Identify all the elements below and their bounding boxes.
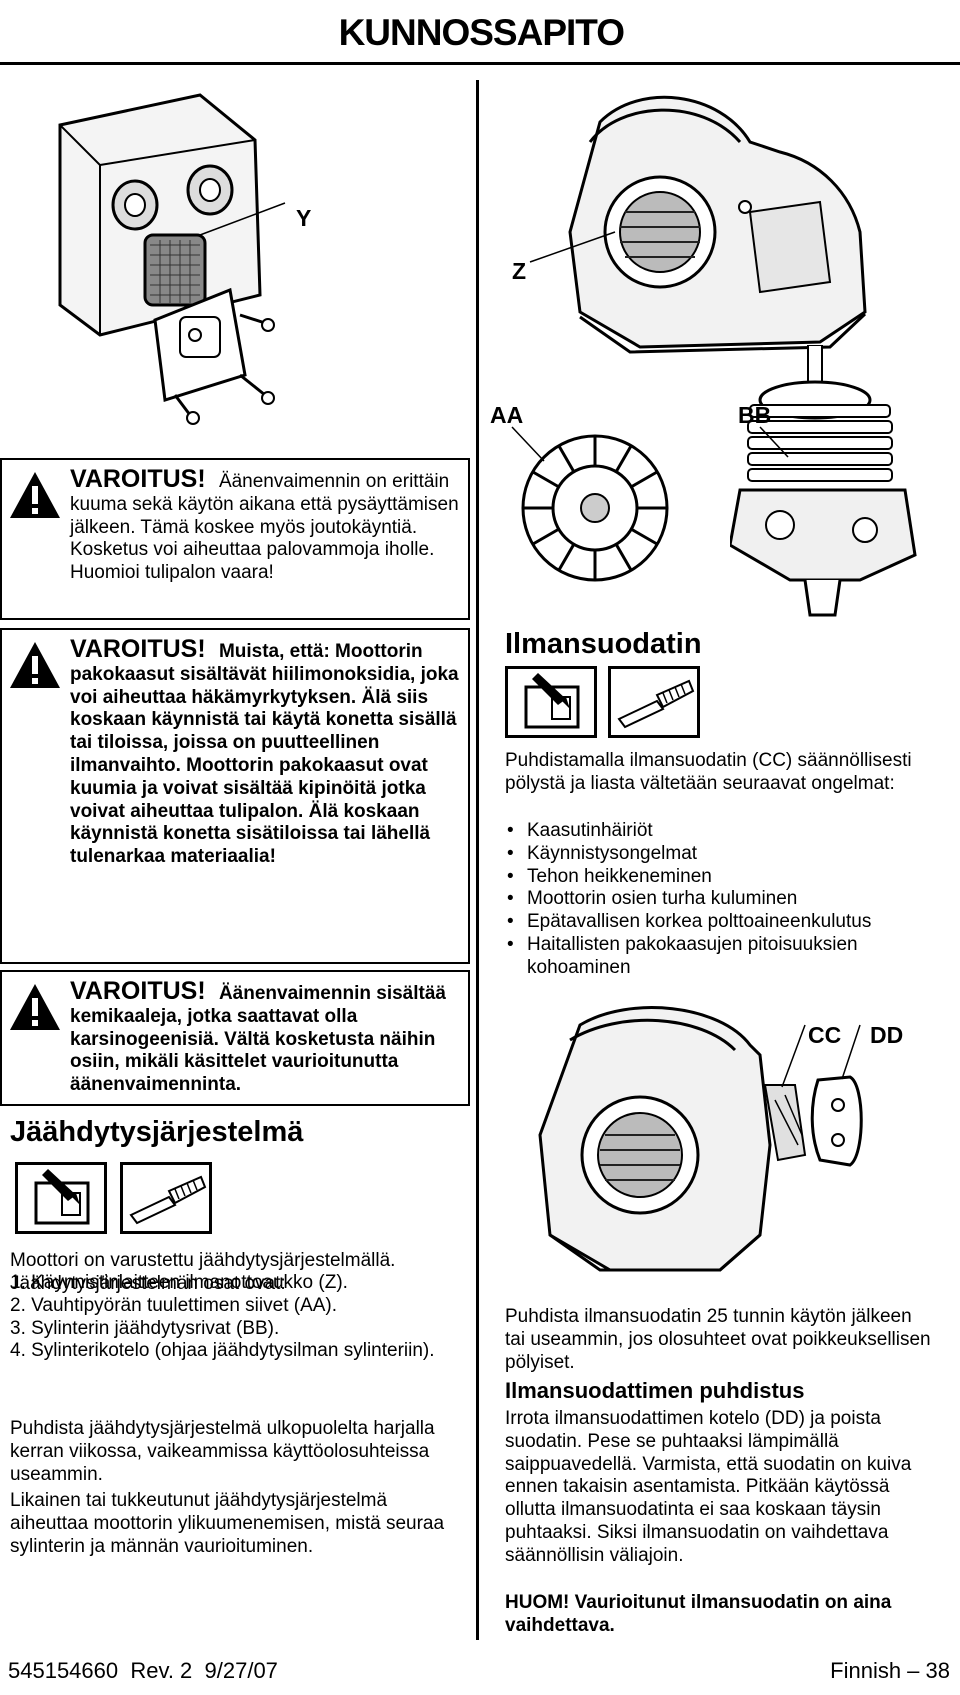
- brush-icon: [617, 679, 695, 729]
- warning-text: Äänenvaimennin sisältää kemikaaleja, jot…: [70, 983, 446, 1096]
- cooling-paragraph-1: Puhdista jäähdytysjärjestelmä ulkopuolel…: [10, 1418, 435, 1485]
- label-dd: DD: [870, 1022, 904, 1048]
- stop-switch-icon: [524, 673, 580, 729]
- warning-triangle-icon: [10, 984, 60, 1030]
- warning-label: VAROITUS!: [70, 635, 206, 663]
- warning-box-1: VAROITUS! Äänenvaimennin on erittäin kuu…: [0, 458, 470, 620]
- footer-doc-id: 545154660 Rev. 2 9/27/07: [8, 1658, 278, 1683]
- list-item: 1. Käynnistinlaitteen ilmanottoaukko (Z)…: [10, 1272, 348, 1293]
- list-item: Epätavallisen korkea polttoaineenkulutus: [505, 911, 935, 934]
- air-filter-illustration: [538, 1006, 863, 1272]
- brush-icon: [129, 1175, 207, 1225]
- warning-triangle-icon: [10, 472, 60, 518]
- warning-text: Äänenvaimennin on erittäin kuuma sekä kä…: [70, 471, 459, 584]
- leader-bb: [759, 426, 789, 458]
- flywheel-illustration: [521, 434, 669, 582]
- air-filter-section-title: Ilmansuodatin: [505, 628, 702, 660]
- air-filter-clean-interval: Puhdista ilmansuodatin 25 tunnin käytön …: [505, 1306, 931, 1373]
- label-cc: CC: [808, 1022, 842, 1048]
- air-filter-bullets: Kaasutinhäiriöt Käynnistysongelmat Tehon…: [505, 820, 935, 980]
- warning-text: Muista, että: Moottorin pakokaasut sisäl…: [70, 641, 459, 868]
- stop-switch-icon-box: [15, 1162, 107, 1234]
- warning-box-3: VAROITUS! Äänenvaimennin sisältää kemika…: [0, 970, 470, 1106]
- air-filter-intro: Puhdistamalla ilmansuodatin (CC) säännöl…: [505, 750, 912, 794]
- warning-triangle-icon: [10, 642, 60, 688]
- label-bb: BB: [738, 402, 772, 428]
- list-item: 3. Sylinterin jäähdytysrivat (BB).: [10, 1317, 280, 1339]
- label-y: Y: [296, 205, 312, 231]
- footer-page-number: Finnish – 38: [830, 1658, 950, 1683]
- cooling-items: 1. Käynnistinlaitteen ilmanottoaukko (Z)…: [10, 1272, 450, 1363]
- air-filter-cleaning-text: Irrota ilmansuodattimen kotelo (DD) ja p…: [505, 1408, 912, 1566]
- air-filter-cleaning-title: Ilmansuodattimen puhdistus: [505, 1378, 805, 1403]
- list-item: 2. Vauhtipyörän tuulettimen siivet (AA).: [10, 1294, 338, 1316]
- label-aa: AA: [490, 402, 524, 428]
- list-item: Tehon heikkeneminen: [505, 866, 935, 889]
- label-z: Z: [512, 258, 527, 284]
- stop-switch-icon: [34, 1169, 90, 1225]
- list-item: 4. Sylinterikotelo (ohjaa jäähdytysilman…: [10, 1340, 435, 1362]
- column-divider: [476, 80, 479, 1640]
- cooling-intro: Moottori on varustettu jäähdytysjärjeste…: [10, 1250, 396, 1294]
- list-item: Käynnistysongelmat: [505, 843, 935, 866]
- blower-illustration: [529, 95, 867, 354]
- stop-switch-icon-box: [505, 666, 597, 738]
- cylinder-illustration: [730, 345, 917, 617]
- muffler-illustration: [58, 93, 286, 425]
- list-item: Moottorin osien turha kuluminen: [505, 888, 935, 911]
- cooling-paragraph-2: Likainen tai tukkeutunut jäähdytysjärjes…: [10, 1490, 445, 1557]
- brush-icon-box: [608, 666, 700, 738]
- warning-label: VAROITUS!: [70, 465, 206, 493]
- list-item: Haitallisten pakokaasujen pitoisuuksien …: [505, 934, 935, 980]
- cooling-section-title: Jäähdytysjärjestelmä: [10, 1116, 304, 1148]
- header-divider: [0, 62, 960, 65]
- page-title: KUNNOSSAPITO: [338, 12, 625, 53]
- list-item: Kaasutinhäiriöt: [505, 820, 935, 843]
- air-filter-note: HUOM! Vaurioitunut ilmansuodatin on aina…: [505, 1592, 892, 1636]
- warning-box-2: VAROITUS! Muista, että: Moottorin pakoka…: [0, 628, 470, 964]
- leader-aa: [511, 426, 545, 462]
- warning-label: VAROITUS!: [70, 977, 206, 1005]
- brush-icon-box: [120, 1162, 212, 1234]
